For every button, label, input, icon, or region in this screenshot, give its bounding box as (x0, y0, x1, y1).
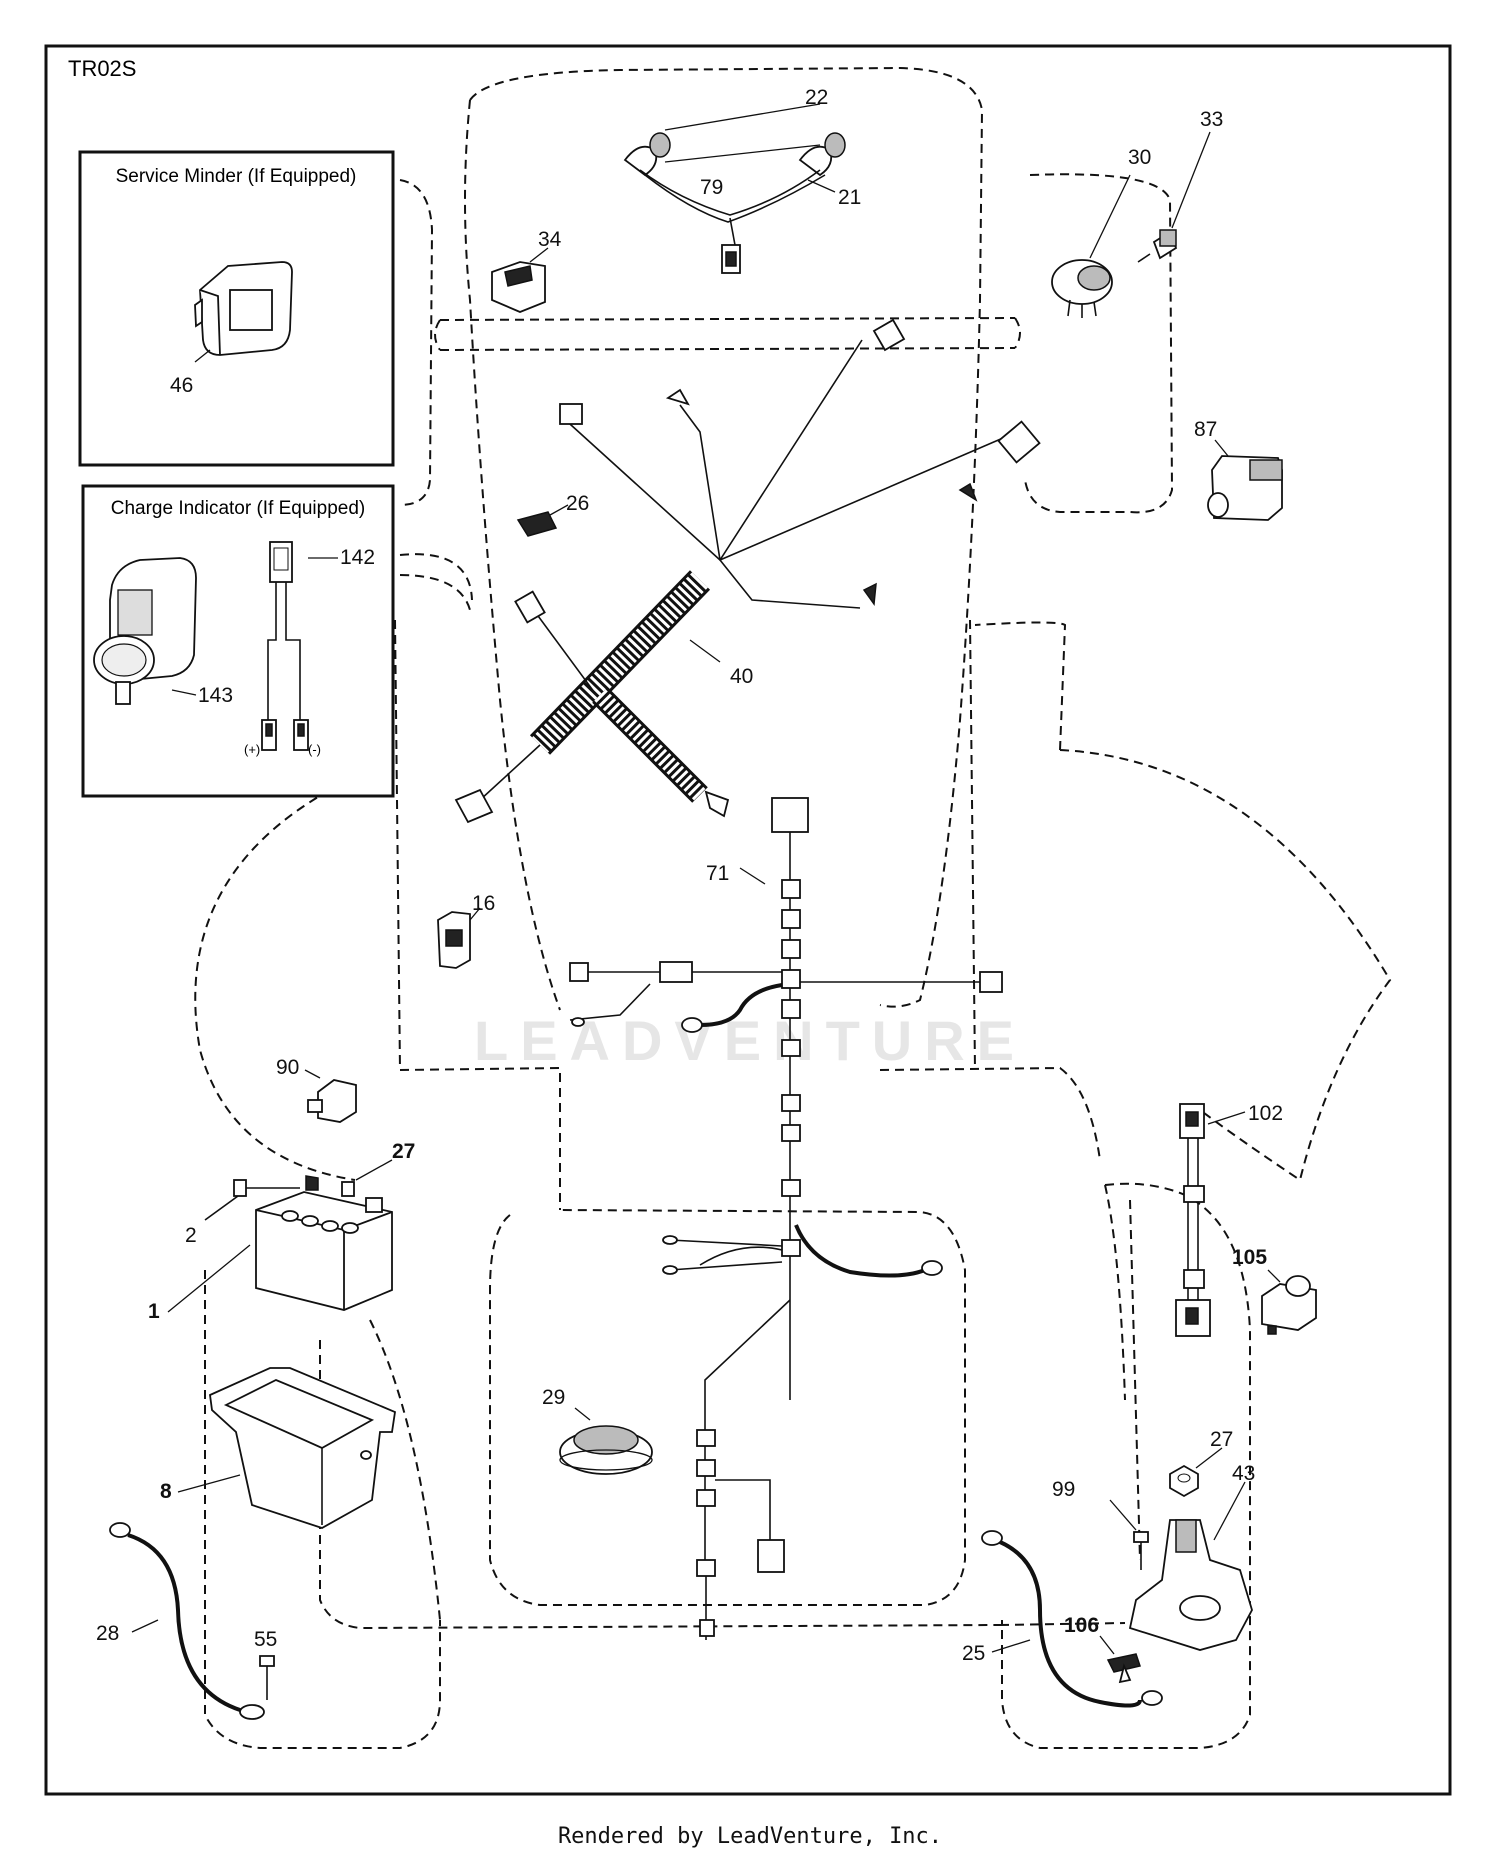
callout-21: 21 (838, 186, 861, 209)
callout-33: 33 (1200, 108, 1223, 131)
ignition-switch: 30 (1051, 146, 1151, 318)
nut-27-battery: 27 (341, 1140, 415, 1197)
callout-40: 40 (730, 665, 753, 688)
callout-43: 43 (1232, 1462, 1255, 1485)
callout-90: 90 (276, 1056, 299, 1079)
charge-indicator-title: Charge Indicator (If Equipped) (111, 498, 366, 519)
callout-142: 142 (340, 546, 375, 569)
headlight-harness: 22 79 21 (623, 86, 861, 274)
callout-143: 143 (198, 684, 233, 707)
chassis-outline (194, 66, 1392, 1749)
callout-27-top: 27 (392, 1140, 415, 1163)
callout-99: 99 (1052, 1478, 1075, 1501)
service-minder-title: Service Minder (If Equipped) (116, 166, 357, 187)
callout-79: 79 (700, 176, 723, 199)
harness-71: 71 (569, 797, 1003, 1640)
harness-102: 102 (1175, 1102, 1283, 1337)
fuse-26: 26 (516, 492, 589, 537)
callout-46: 46 (170, 374, 193, 397)
callout-29: 29 (542, 1386, 565, 1409)
bolt-2: 2 (185, 1179, 300, 1247)
footer-credit: Rendered by LeadVenture, Inc. (557, 1824, 943, 1849)
watermark: LEADVENTURE (474, 1009, 1026, 1072)
charge-indicator-box: Charge Indicator (If Equipped) (+) (-) 1… (81, 484, 395, 798)
battery: 1 (148, 1175, 393, 1323)
part-29: 29 (542, 1386, 653, 1475)
callout-26: 26 (566, 492, 589, 515)
callout-25: 25 (962, 1642, 985, 1665)
callout-8: 8 (160, 1480, 172, 1503)
callout-34: 34 (538, 228, 562, 251)
starter-solenoid-43: 43 (1128, 1462, 1255, 1651)
nut-27-solenoid: 27 (1169, 1428, 1233, 1498)
callout-71: 71 (706, 862, 729, 885)
callout-102: 102 (1248, 1102, 1283, 1125)
bolt-99: 99 (1052, 1478, 1149, 1570)
switch-87: 87 (1194, 418, 1283, 521)
part-90: 90 (276, 1056, 357, 1123)
callout-55: 55 (254, 1628, 277, 1651)
solenoid-105: 105 (1232, 1246, 1317, 1335)
callout-87: 87 (1194, 418, 1217, 441)
callout-106: 106 (1064, 1614, 1099, 1637)
battery-tray: 8 (160, 1367, 396, 1529)
charge-indicator-gauge (93, 557, 197, 705)
diagram-frame (44, 44, 1452, 1796)
callout-1: 1 (148, 1300, 160, 1323)
diagram-id: TR02S (68, 56, 136, 81)
service-minder-part (194, 261, 293, 356)
bolt-55: 55 (254, 1628, 277, 1700)
main-harness: 40 (454, 318, 1041, 824)
cable-28: 28 (96, 1522, 265, 1720)
callout-27-bottom: 27 (1210, 1428, 1233, 1451)
callout-16: 16 (472, 892, 495, 915)
relay-16: 16 (437, 892, 495, 969)
plus-label: (+) (244, 742, 260, 757)
charge-indicator-harness (261, 541, 309, 751)
minus-label: (-) (308, 742, 321, 757)
switch-34: 34 (491, 228, 562, 313)
callout-2: 2 (185, 1224, 197, 1247)
clip-106: 106 (1064, 1614, 1141, 1684)
callout-30: 30 (1128, 146, 1151, 169)
callout-28: 28 (96, 1622, 119, 1645)
cable-25: 25 (962, 1530, 1163, 1708)
service-minder-box: Service Minder (If Equipped) 46 (78, 150, 395, 467)
callout-105: 105 (1232, 1246, 1267, 1269)
ignition-key: 33 (1137, 108, 1223, 263)
callout-22: 22 (805, 86, 828, 109)
